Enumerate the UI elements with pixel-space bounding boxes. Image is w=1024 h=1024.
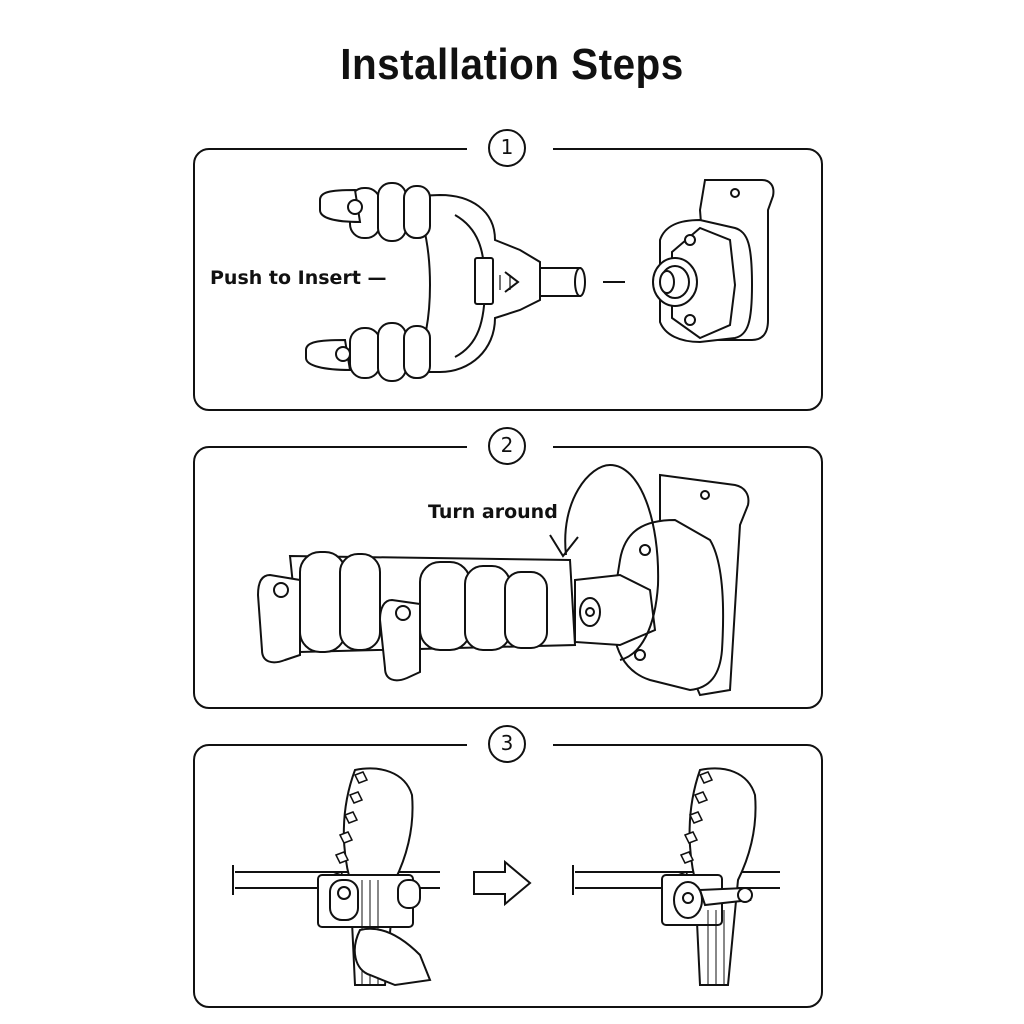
guitar-hanger-illustration (305, 182, 586, 382)
step-1-badge: 1 (488, 129, 526, 167)
guitar-before-lock (232, 767, 440, 987)
push-to-insert-label: Push to Insert — (210, 267, 387, 289)
turn-around-label: Turn around (428, 501, 558, 523)
rotated-hanger-illustration (256, 473, 750, 697)
push-to-insert-text: Push to Insert (210, 267, 361, 289)
dash-icon: — (367, 267, 387, 289)
step-3-badge: 3 (488, 725, 526, 763)
rotation-arrow (549, 463, 660, 661)
guitar-after-lock (572, 767, 780, 986)
page-title: Installation Steps (340, 40, 684, 89)
step-2-badge: 2 (488, 427, 526, 465)
wall-mount-illustration (652, 179, 775, 344)
next-arrow (473, 859, 532, 907)
